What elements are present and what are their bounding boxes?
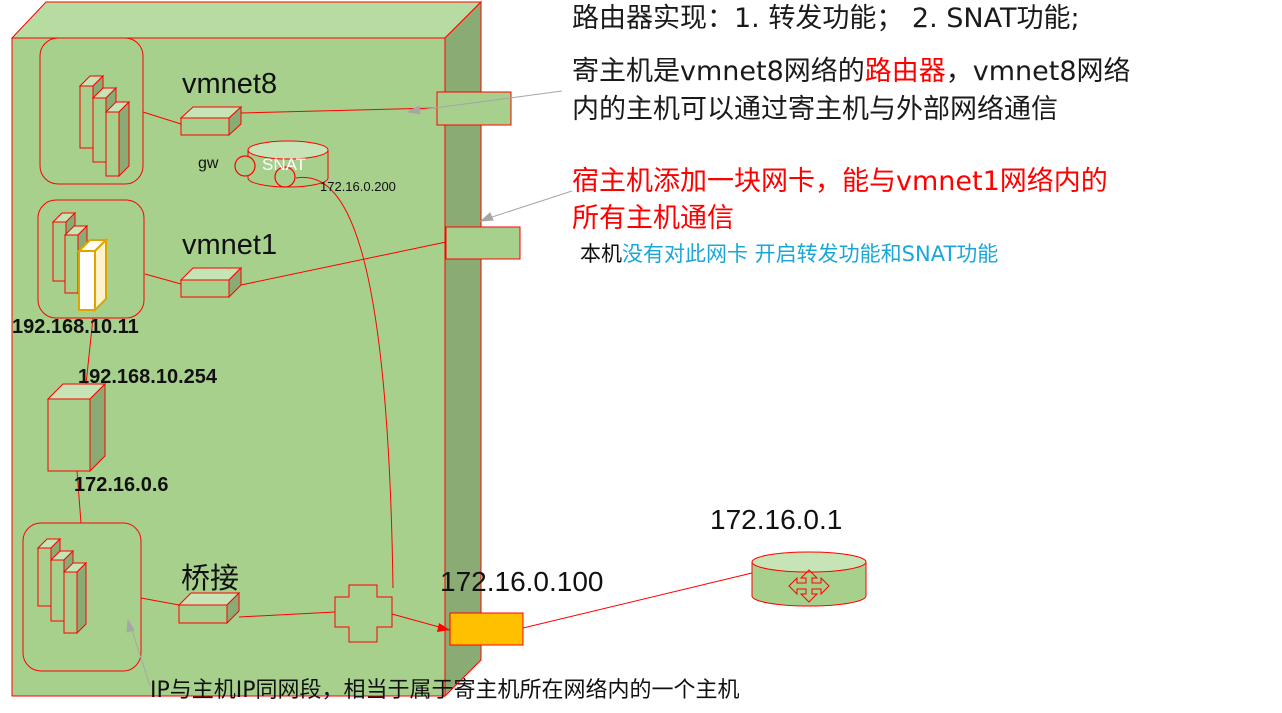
host-nic-ip-label: 172.16.0.100 [440, 566, 604, 597]
bridge-label: 桥接 [181, 563, 240, 595]
router-features-text: 路由器实现：1. 转发功能； 2. SNAT功能; [572, 3, 1080, 34]
vmnet8-switch-icon [179, 105, 243, 137]
snat-ip-label: 172.16.0.200 [320, 179, 396, 194]
vmnet8-vm-stack-icon [78, 74, 131, 178]
vmnet1-note-cyan: 没有对此网卡 开启转发功能和SNAT功能 [622, 242, 999, 266]
arrowhead-icon [437, 623, 450, 632]
cross-connector-icon [334, 584, 393, 643]
router-inner-ip-label: 192.168.10.254 [78, 366, 218, 388]
bridge-vm-stack-icon [36, 537, 88, 635]
connection-lines [76, 107, 753, 631]
gateway-router-icon [751, 551, 867, 607]
gw-label: gw [198, 155, 219, 172]
router-arrows-icon [788, 569, 830, 603]
vmnet8-description-line2: 内的主机可以通过寄主机与外部网络通信 [572, 94, 1058, 125]
highlighted-vm-icon [76, 237, 109, 313]
vmnet1-vm-group [37, 199, 145, 319]
vmnet8-description-line1: 寄主机是vmnet8网络的路由器，vmnet8网络 [572, 53, 1131, 91]
callout-pointers [126, 90, 573, 687]
vmnet8-desc-router-highlight: 路由器 [864, 56, 946, 87]
vmnet1-note-prefix: 本机 [580, 242, 622, 266]
vmnet8-desc-part-a: 寄主机是vmnet8网络的 [572, 56, 865, 87]
router-box-icon [46, 382, 107, 473]
bridge-switch-icon [177, 591, 241, 625]
gateway-ip-label: 172.16.0.1 [710, 504, 843, 535]
router-outer-ip-label: 172.16.0.6 [74, 474, 169, 496]
vmnet8-desc-part-c: ，vmnet8网络 [945, 56, 1131, 87]
bridge-vm-group [22, 522, 142, 672]
physical-nic-icon [449, 612, 524, 646]
bridge-note: IP与主机IP同网段，相当于属于寄主机所在网络内的一个主机 [150, 678, 740, 703]
vmnet1-description-line1: 宿主机添加一块网卡，能与vmnet1网络内的 [572, 166, 1108, 197]
snat-out-port-icon [274, 166, 296, 188]
vmnet8-label: vmnet8 [182, 68, 278, 100]
vmnet8-host-nic-icon [436, 91, 512, 126]
snat-label: SNAT [262, 155, 307, 174]
host-box-top [10, 1, 483, 39]
vmnet1-host-nic-icon [445, 226, 521, 260]
vmnet1-switch-icon [179, 266, 243, 299]
vmnet8-vm-group [39, 37, 144, 185]
vmnet1-description-line2: 所有主机通信 [572, 203, 734, 234]
vmnet1-label: vmnet1 [182, 229, 278, 261]
vm-ip-label: 192.168.10.11 [12, 316, 139, 338]
vmnet1-no-forward-note: 本机没有对此网卡 开启转发功能和SNAT功能 [580, 240, 998, 268]
gw-port-icon [234, 155, 256, 177]
